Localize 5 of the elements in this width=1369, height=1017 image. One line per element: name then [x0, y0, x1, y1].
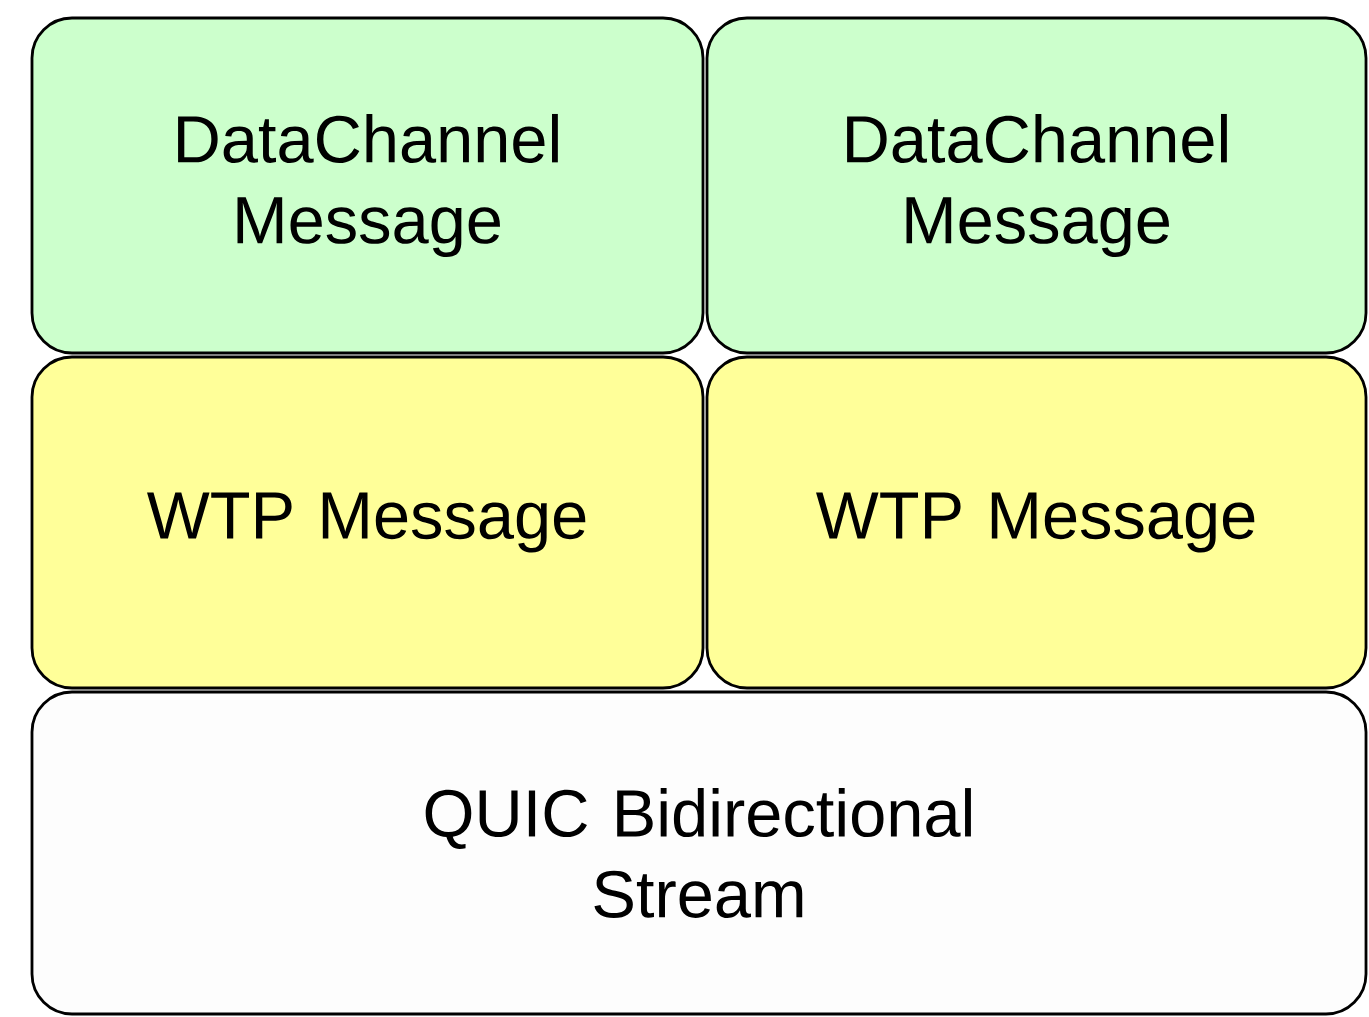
layer-box: DataChannel Message — [705, 16, 1368, 355]
layer-box: WTP Message — [705, 355, 1368, 690]
layer-box: DataChannel Message — [30, 16, 705, 355]
layer-box: QUIC Bidirectional Stream — [30, 690, 1368, 1016]
layer-box: WTP Message — [30, 355, 705, 690]
